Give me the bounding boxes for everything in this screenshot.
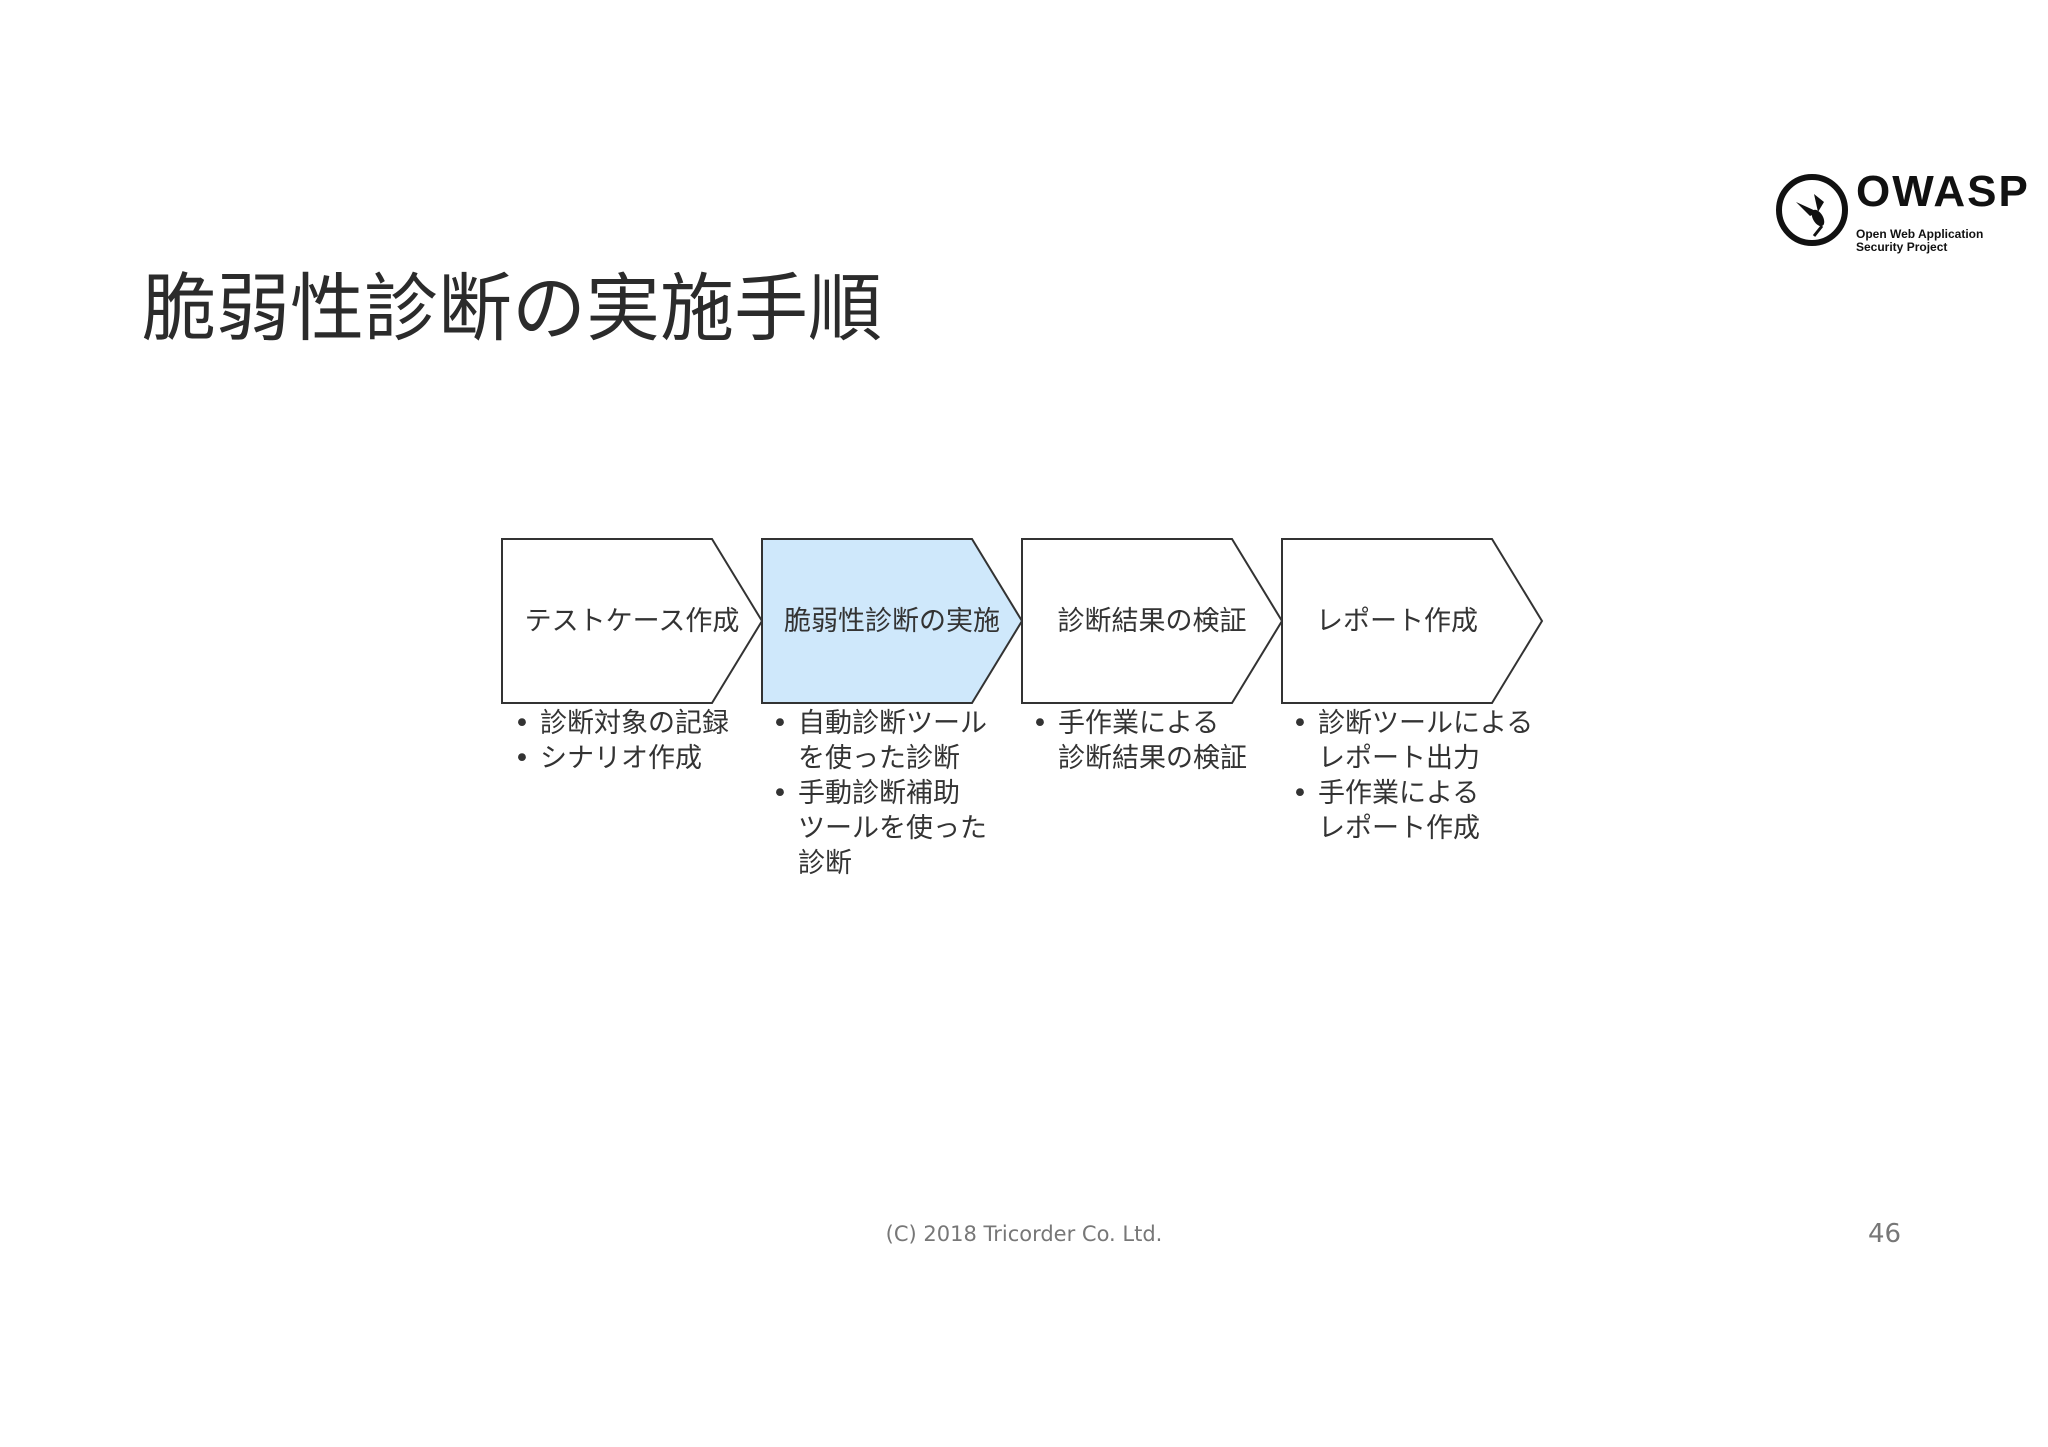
owasp-wordmark: OWASP bbox=[1856, 167, 2030, 216]
list-item: 手動診断補助 ツールを使った 診断 bbox=[768, 776, 1028, 881]
step-3-chevron bbox=[1021, 538, 1284, 704]
step-1-bullets: 診断対象の記録 シナリオ作成 bbox=[510, 706, 770, 776]
list-item: 手作業による 診断結果の検証 bbox=[1028, 706, 1288, 776]
owasp-wasp-icon bbox=[1776, 174, 1848, 246]
step-2-label: 脆弱性診断の実施 bbox=[784, 606, 1000, 637]
owasp-subtitle: Open Web Application Security Project bbox=[1856, 227, 1984, 254]
slide-title: 脆弱性診断の実施手順 bbox=[142, 266, 882, 352]
owasp-logo: OWASP Open Web Application Security Proj… bbox=[1774, 168, 2028, 258]
slide-footer: (C) 2018 Tricorder Co. Ltd. bbox=[885, 1222, 1163, 1246]
list-item: 手作業による レポート作成 bbox=[1288, 776, 1588, 846]
step-4-chevron bbox=[1281, 538, 1544, 704]
step-4-label: レポート作成 bbox=[1316, 606, 1478, 637]
step-2-bullets: 自動診断ツール を使った診断 手動診断補助 ツールを使った 診断 bbox=[768, 706, 1028, 881]
step-1-label: テストケース作成 bbox=[524, 606, 740, 637]
step-3-label: 診断結果の検証 bbox=[1057, 606, 1247, 637]
list-item: 自動診断ツール を使った診断 bbox=[768, 706, 1028, 776]
page-number: 46 bbox=[1868, 1219, 1902, 1249]
list-item: 診断対象の記録 bbox=[510, 706, 770, 741]
step-1-chevron bbox=[501, 538, 764, 704]
list-item: シナリオ作成 bbox=[510, 741, 770, 776]
list-item: 診断ツールによる レポート出力 bbox=[1288, 706, 1588, 776]
step-2-chevron bbox=[761, 538, 1024, 704]
step-4-bullets: 診断ツールによる レポート出力 手作業による レポート作成 bbox=[1288, 706, 1588, 846]
step-3-bullets: 手作業による 診断結果の検証 bbox=[1028, 706, 1288, 776]
